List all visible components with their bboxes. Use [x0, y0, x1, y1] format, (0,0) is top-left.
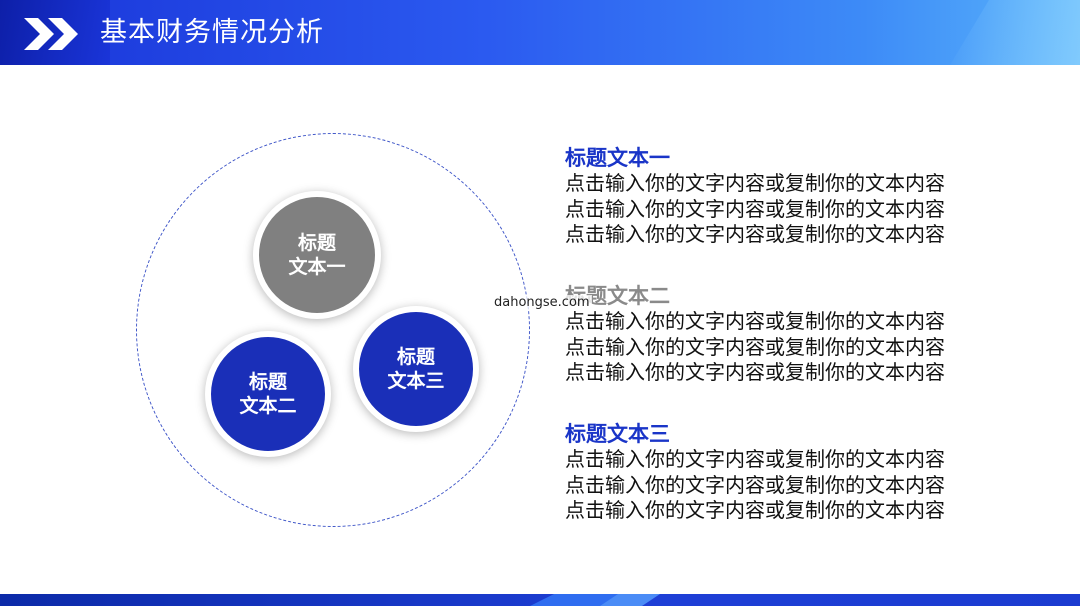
bubble-label-line2: 文本三	[387, 370, 445, 392]
text-block-title: 标题文本二	[565, 284, 670, 308]
bubble-label-line1: 标题	[396, 346, 435, 368]
text-block-line: 点击输入你的文字内容或复制你的文本内容	[565, 309, 945, 333]
text-block-line: 点击输入你的文字内容或复制你的文本内容	[565, 334, 945, 359]
text-block-title: 标题文本一	[565, 146, 670, 170]
text-block-title: 标题文本三	[565, 422, 670, 446]
bubble-label-line2: 文本二	[239, 395, 297, 417]
footer-bar	[0, 594, 1080, 606]
bubble-label-line1: 标题	[297, 232, 336, 254]
text-block-line: 点击输入你的文字内容或复制你的文本内容	[565, 472, 945, 497]
footer-accent	[600, 594, 660, 606]
text-block-line: 点击输入你的文字内容或复制你的文本内容	[565, 222, 945, 246]
text-block-2: 标题文本二 点击输入你的文字内容或复制你的文本内容 点击输入你的文字内容或复制你…	[565, 283, 1005, 386]
text-block-line: 点击输入你的文字内容或复制你的文本内容	[565, 360, 945, 384]
header-highlight	[950, 0, 1080, 65]
bubble-label-line2: 文本一	[288, 256, 346, 278]
page-title: 基本财务情况分析	[100, 17, 324, 48]
bubble-title-3: 标题 文本三	[353, 306, 479, 432]
text-block-line: 点击输入你的文字内容或复制你的文本内容	[565, 171, 945, 195]
text-block-line: 点击输入你的文字内容或复制你的文本内容	[565, 447, 945, 471]
text-block-3: 标题文本三 点击输入你的文字内容或复制你的文本内容 点击输入你的文字内容或复制你…	[565, 421, 1005, 524]
bubble-title-1: 标题 文本一	[253, 191, 381, 319]
dashed-circle-outline	[136, 133, 530, 527]
header-accent	[0, 0, 110, 65]
text-block-line: 点击输入你的文字内容或复制你的文本内容	[565, 498, 945, 522]
header-bar: 基本财务情况分析	[0, 0, 1080, 65]
double-chevron-icon	[24, 18, 78, 50]
bubble-title-2: 标题 文本二	[205, 331, 331, 457]
bubble-label-line1: 标题	[248, 371, 287, 393]
text-block-line: 点击输入你的文字内容或复制你的文本内容	[565, 196, 945, 221]
text-block-1: 标题文本一 点击输入你的文字内容或复制你的文本内容 点击输入你的文字内容或复制你…	[565, 145, 1005, 248]
watermark-text: dahongse.com	[492, 295, 592, 310]
